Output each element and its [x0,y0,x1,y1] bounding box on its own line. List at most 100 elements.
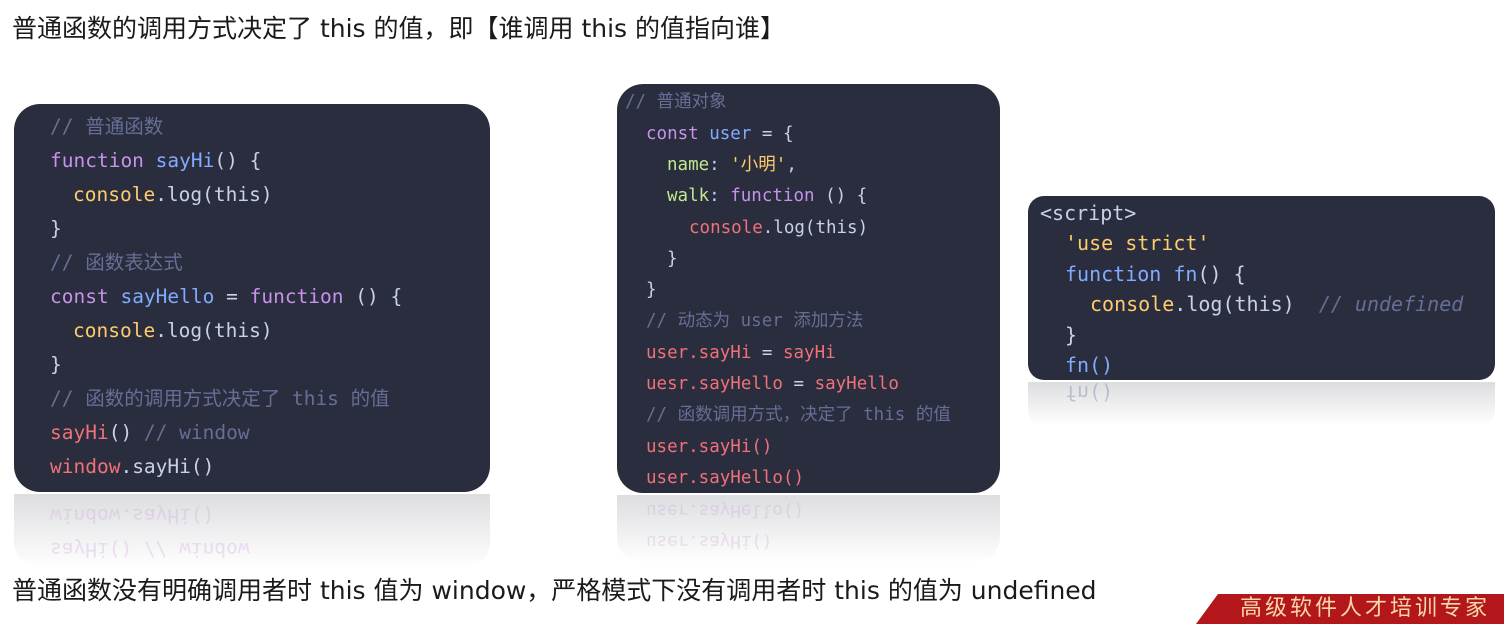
reflection-line: window.sayHi() [50,500,214,530]
code-punct: : [709,186,731,206]
code-punct: , [786,155,797,175]
code-punct: () { [814,186,868,206]
code-line: console.log(this) [73,180,273,210]
function-call: fn() [1065,353,1114,377]
reflection-line: sayHi() // window [50,534,250,564]
code-comment: // window [132,421,250,444]
code-line: } [667,244,678,274]
code-comment: // 函数的调用方式决定了 this 的值 [50,387,390,410]
object-key: name [667,155,710,175]
keyword-const: const [646,124,699,144]
keyword-function: function [730,186,815,206]
code-line: fn() [1065,350,1113,380]
code-log-call: .log(this) [155,183,273,206]
code-punct: = [782,374,815,394]
code-line: console.log(this) [689,213,868,243]
page-footer-note: 普通函数没有明确调用者时 this 值为 window，严格模式下没有调用者时 … [12,576,1097,605]
function-ref: sayHi [782,343,836,363]
code-punct: () { [214,149,262,172]
code-punct: } [646,280,657,300]
code-line: } [50,214,62,244]
reflection-text: sayHi [50,538,109,561]
code-line: user.sayHi = sayHi [646,338,836,368]
code-log-call: .log(this) [155,319,273,342]
method-call: .sayHi() [120,455,215,478]
function-name: sayHi [155,149,215,172]
code-line: // 函数调用方式，决定了 this 的值 [646,400,951,430]
code-punct: () { [343,285,403,308]
code-line: // 函数的调用方式决定了 this 的值 [50,384,390,414]
code-line: walk: function () { [667,181,867,211]
code-block-strict-mode: <script> 'use strict' function fn() { co… [1028,196,1495,380]
code-comment: // 普通对象 [625,92,727,112]
code-line: } [646,275,657,305]
variable-name: user [709,124,752,144]
script-tag: <script> [1040,201,1137,225]
code-reflection: fn() [1028,382,1495,426]
code-comment: // 函数表达式 [50,251,183,274]
method-call: user.sayHi() [646,437,773,457]
string-value: '小明' [730,155,787,175]
keyword-const: const [50,285,109,308]
code-punct: : [709,155,731,175]
code-comment: // 普通函数 [50,115,164,138]
code-console: console [73,183,156,206]
code-line: function sayHi() { [50,146,261,176]
code-punct: () [108,421,133,444]
method-call: user.sayHello() [646,468,805,488]
reflection-text: user.sayHi() [646,531,773,551]
reflection-line: user.sayHi() [646,526,772,556]
code-block-ordinary-function: // 普通函数 function sayHi() { console.log(t… [14,104,490,492]
code-line: } [50,350,62,380]
code-punct: } [1065,323,1078,347]
reflection-line: user.sayHello() [646,495,804,525]
code-line: } [1065,320,1077,350]
code-line: name: '小明', [667,150,797,180]
code-punct: = [751,343,783,363]
code-line: // 动态为 user 添加方法 [646,306,863,336]
string-value: 'use strict' [1065,231,1210,255]
code-console: console [1090,292,1175,316]
code-punct: } [50,217,62,240]
code-line: console.log(this) [73,316,273,346]
code-log-call: .log(this) [762,218,869,238]
code-punct: () { [1197,262,1246,286]
property-assign: uesr.sayHello [646,374,783,394]
code-line: user.sayHi() [646,432,772,462]
keyword-function: function [1065,262,1162,286]
code-block-object-method: // 普通对象 const user = { name: '小明', walk:… [617,84,1000,493]
reflection-text: fn() [1065,382,1114,405]
code-line: <script> [1040,198,1136,228]
code-punct: = { [751,124,794,144]
code-line: // 普通函数 [50,112,163,142]
code-punct: } [50,353,62,376]
code-line: sayHi() // window [50,418,250,448]
code-reflection: user.sayHello() user.sayHi() [617,495,1000,563]
code-console: console [73,319,156,342]
code-line: user.sayHello() [646,463,804,493]
page-heading: 普通函数的调用方式决定了 this 的值，即【谁调用 this 的值指向谁】 [12,14,786,43]
code-punct: } [667,249,678,269]
code-reflection: window.sayHi() sayHi() // window [14,494,490,568]
function-name: fn [1173,262,1198,286]
property-assign: user.sayHi [646,343,752,363]
keyword-function: function [249,285,344,308]
variable-name: sayHello [120,285,215,308]
code-line: const user = { [646,119,794,149]
code-line: const sayHello = function () { [50,282,402,312]
code-line: // 普通对象 [625,87,727,117]
code-line: console.log(this) // undefined [1090,289,1463,319]
code-line: 'use strict' [1065,228,1210,258]
reflection-text: user.sayHello() [646,500,805,520]
brand-banner: 高级软件人才培训专家 [1196,594,1504,624]
keyword-function: function [50,149,144,172]
reflection-text: // window [132,538,250,561]
code-line: window.sayHi() [50,452,214,482]
reflection-line: fn() [1065,382,1113,408]
reflection-text: window [50,504,121,527]
code-punct: = [214,285,250,308]
function-ref: sayHello [814,374,899,394]
object-key: walk [667,186,710,206]
code-line: // 函数表达式 [50,248,183,278]
reflection-text: .sayHi() [120,504,215,527]
